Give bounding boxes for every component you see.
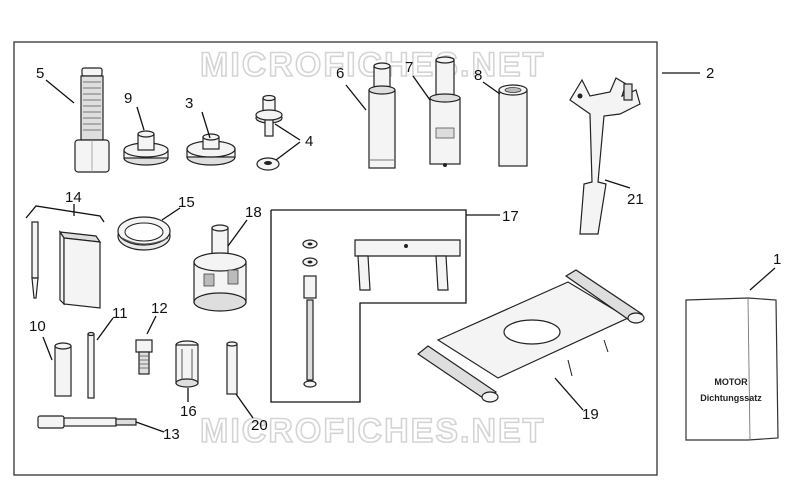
part-1-gasket-kit-package: MOTOR Dichtungssatz (685, 297, 779, 441)
callout-8: 8 (474, 67, 482, 84)
callout-10: 10 (29, 318, 46, 335)
package-label-line1: MOTOR (714, 377, 748, 387)
callout-3: 3 (185, 95, 193, 112)
callout-19: 19 (582, 406, 599, 423)
callout-6: 6 (336, 65, 344, 82)
callout-20: 20 (251, 417, 268, 434)
part-9-adapter (123, 130, 169, 166)
callout-13: 13 (163, 426, 180, 443)
part-12-bolt (135, 339, 153, 375)
callout-15: 15 (178, 194, 195, 211)
part-17-tool-set (302, 239, 461, 388)
part-7-drift-sleeve (429, 56, 461, 167)
part-3-adapter (186, 133, 236, 166)
part-8-sleeve (498, 84, 528, 167)
part-16-cage (175, 340, 199, 388)
part-18-holder (193, 224, 247, 312)
callout-12: 12 (151, 300, 168, 317)
part-15-ring (117, 216, 171, 251)
part-21-spanner (569, 77, 641, 235)
part-10-drift (54, 342, 72, 397)
callout-16: 16 (180, 403, 197, 420)
callout-4: 4 (305, 133, 313, 150)
package-label-line2: Dichtungssatz (700, 393, 762, 403)
part-20-pin (226, 341, 238, 395)
callout-7: 7 (405, 59, 413, 76)
callout-14: 14 (65, 189, 82, 206)
callout-1: 1 (773, 251, 781, 268)
callout-21: 21 (627, 191, 644, 208)
tool-kit-frame (13, 41, 658, 476)
tool-set-17-frame (270, 209, 467, 403)
part-4-pin-and-washer (255, 94, 283, 171)
part-14-pin-and-plate (25, 205, 105, 309)
leader-lines (42, 72, 776, 433)
callout-17: 17 (502, 208, 519, 225)
callout-18: 18 (245, 204, 262, 221)
callout-5: 5 (36, 65, 44, 82)
part-6-drift-sleeve (368, 62, 396, 169)
part-5-threaded-puller (74, 67, 110, 173)
part-13-shaft (37, 415, 137, 429)
part-19-support-plate (416, 269, 645, 403)
callout-9: 9 (124, 90, 132, 107)
callout-2: 2 (706, 65, 714, 82)
callout-11: 11 (112, 305, 128, 322)
watermark-bottom: MICROFICHES.NET (200, 412, 545, 450)
part-11-pin (87, 331, 95, 399)
watermark-top: MICROFICHES.NET (200, 46, 545, 84)
